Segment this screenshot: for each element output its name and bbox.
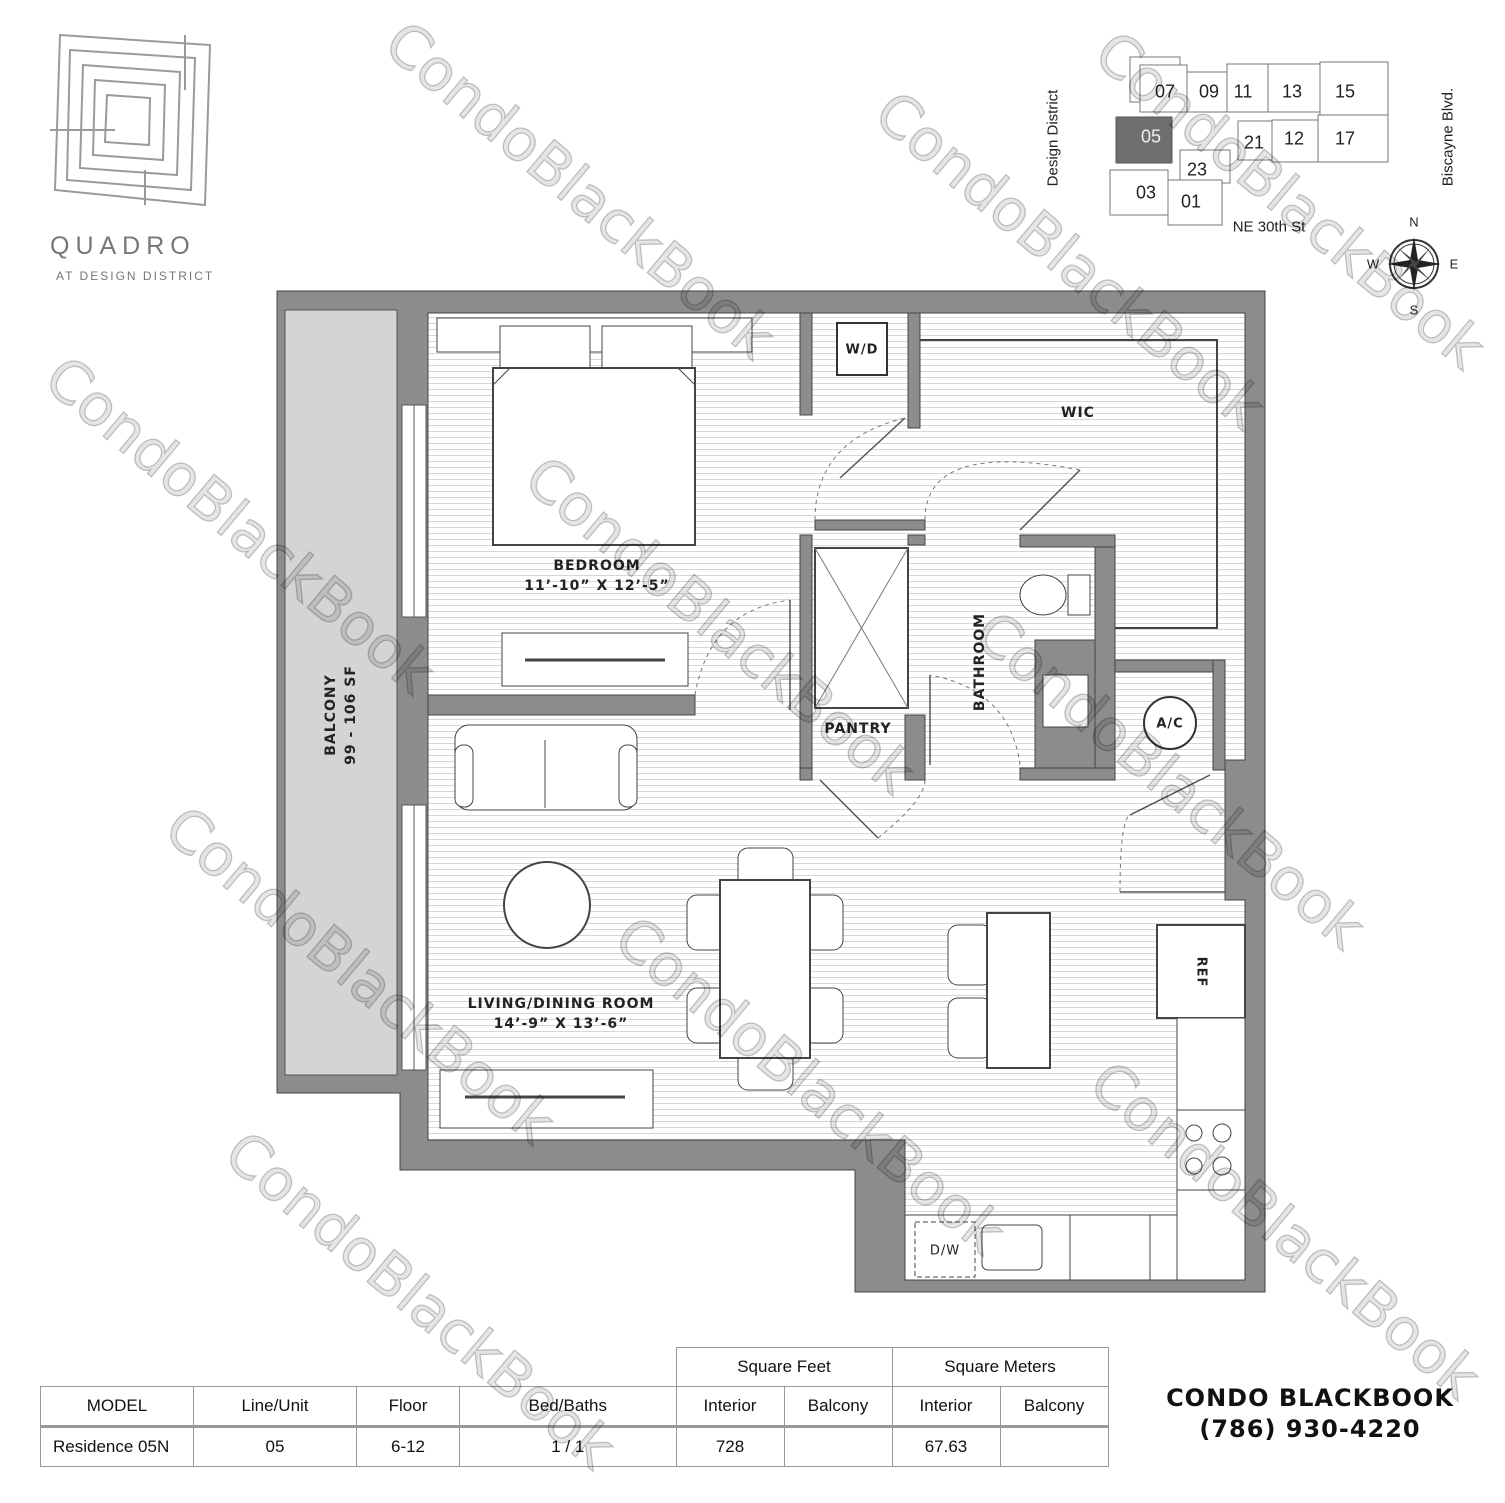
logo-name: QUADRO: [50, 232, 196, 260]
ac-label: A/C: [1156, 716, 1184, 732]
quadro-logo-icon: [50, 33, 212, 207]
dw-label: D/W: [929, 1243, 961, 1259]
compass-s: S: [1409, 302, 1419, 318]
brand-phone[interactable]: (786) 930-4220: [1199, 1415, 1421, 1443]
keyplan-unit: 09: [1198, 81, 1220, 102]
bathroom-label: BATHROOM: [972, 612, 988, 712]
cell-model: Residence 05N: [40, 1426, 194, 1467]
coffee-table: [503, 861, 591, 949]
sofa: [454, 724, 638, 811]
cell-sqm-interior: 67.63: [891, 1426, 1001, 1467]
header-sqm-balcony: Balcony: [999, 1386, 1109, 1427]
street-ne-30th: NE 30th St: [1232, 218, 1306, 236]
keyplan-unit-highlighted: 05: [1140, 126, 1162, 147]
cell-floor: 6-12: [356, 1426, 460, 1467]
wic-label: WIC: [1061, 405, 1095, 421]
cell-sqft-balcony: [783, 1426, 893, 1467]
bedroom-label: BEDROOM: [553, 558, 641, 574]
keyplan-unit: 01: [1180, 191, 1202, 212]
compass-rose-icon: [1387, 237, 1441, 291]
logo-subtitle: AT DESIGN DISTRICT: [56, 269, 215, 283]
header-sqft-interior: Interior: [675, 1386, 785, 1427]
compass-n: N: [1409, 214, 1419, 230]
keyplan-unit: 15: [1334, 81, 1356, 102]
bathroom-sink: [1042, 674, 1089, 728]
stove: [1176, 1109, 1246, 1191]
tv-console: [439, 1069, 654, 1129]
keyplan-unit: 21: [1243, 132, 1265, 153]
brand-name-a: CONDO: [1166, 1384, 1279, 1412]
group-header-sqft: Square Feet: [675, 1347, 893, 1387]
header-model: MODEL: [40, 1386, 194, 1427]
keyplan-unit: 13: [1281, 81, 1303, 102]
keyplan-unit: 11: [1233, 81, 1253, 102]
cell-line-unit: 05: [193, 1426, 357, 1467]
cell-sqft-interior: 728: [675, 1426, 785, 1467]
living-label: LIVING/DINING ROOM: [467, 996, 655, 1012]
header-bed-baths: Bed/Baths: [459, 1386, 677, 1427]
header-line-unit: Line/Unit: [193, 1386, 357, 1427]
header-sqft-balcony: Balcony: [783, 1386, 893, 1427]
keyplan: [1109, 56, 1389, 226]
balcony-label: BALCONY: [323, 674, 339, 756]
balcony-area: 99 - 106 SF: [343, 665, 359, 765]
ref-label: REF: [1193, 956, 1209, 988]
keyplan-unit: 03: [1135, 182, 1157, 203]
wd-label: W/D: [845, 342, 879, 358]
spec-table: Square Feet Square Meters MODEL Line/Uni…: [40, 1347, 1109, 1467]
bed: [492, 367, 696, 546]
ac-unit: [1143, 696, 1197, 750]
pantry-label: PANTRY: [824, 721, 892, 737]
cell-bed-baths: 1 / 1: [459, 1426, 677, 1467]
brand-block: CONDO BLACKBOOK (786) 930-4220: [1145, 1383, 1475, 1445]
dishwasher: [914, 1221, 976, 1278]
refrigerator: [1156, 924, 1246, 1019]
header-floor: Floor: [356, 1386, 460, 1427]
kitchen-sink: [981, 1224, 1043, 1271]
keyplan-unit: 07: [1154, 81, 1176, 102]
compass-e: E: [1449, 256, 1459, 272]
highlighted-unit: [1115, 116, 1173, 164]
keyplan-unit: 17: [1334, 128, 1356, 149]
header-sqm-interior: Interior: [891, 1386, 1001, 1427]
compass-w: W: [1366, 256, 1380, 272]
dining-table: [719, 879, 811, 1059]
toilet: [1019, 574, 1067, 616]
balcony-area: [284, 309, 398, 1076]
kitchen-island: [986, 912, 1051, 1069]
keyplan-unit: 12: [1283, 128, 1305, 149]
brand-name-b: BLACKBOOK: [1278, 1384, 1454, 1412]
washer-dryer: [836, 322, 888, 376]
cell-sqm-balcony: [999, 1426, 1109, 1467]
bedroom-dims: 11’-10” X 12’-5”: [524, 578, 670, 594]
living-dims: 14’-9” X 13’-6”: [493, 1016, 629, 1032]
headboard: [436, 317, 753, 353]
keyplan-unit: 23: [1186, 159, 1208, 180]
group-header-sqm: Square Meters: [891, 1347, 1109, 1387]
floor-plan-drawing: [276, 290, 1266, 1293]
